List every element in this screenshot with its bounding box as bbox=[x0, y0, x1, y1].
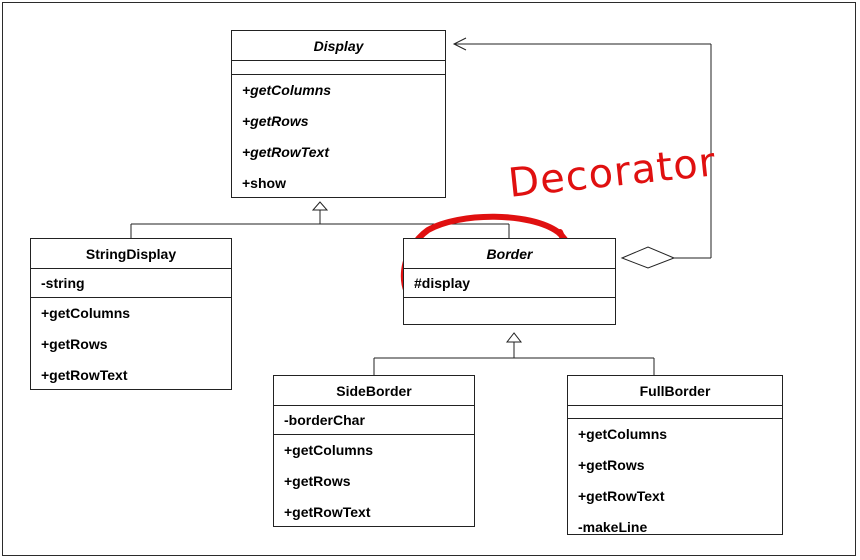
method: +getColumns bbox=[284, 442, 374, 458]
aggregation-display bbox=[452, 37, 712, 269]
methods-compartment: +getColumns +getRows +getRowText bbox=[274, 435, 474, 528]
generalization-border bbox=[373, 332, 655, 375]
fields-compartment: #display bbox=[404, 269, 615, 298]
method: +getColumns bbox=[41, 305, 131, 321]
method: +getRowText bbox=[284, 504, 371, 520]
aggregation-diamond bbox=[620, 246, 676, 269]
fields-compartment: -borderChar bbox=[274, 406, 474, 435]
method: +getRowText bbox=[578, 488, 665, 504]
field: -borderChar bbox=[284, 412, 365, 428]
fields-compartment bbox=[232, 61, 445, 75]
method: -makeLine bbox=[578, 519, 648, 535]
class-stringdisplay[interactable]: StringDisplay -string +getColumns +getRo… bbox=[30, 238, 232, 390]
method: +getColumns bbox=[578, 426, 668, 442]
class-name: FullBorder bbox=[568, 376, 782, 406]
method: +getColumns bbox=[242, 82, 332, 98]
class-fullborder[interactable]: FullBorder +getColumns +getRows +getRowT… bbox=[567, 375, 783, 535]
class-display[interactable]: Display +getColumns +getRows +getRowText… bbox=[231, 30, 446, 198]
class-name: Border bbox=[404, 239, 615, 269]
fields-compartment bbox=[568, 406, 782, 419]
field: #display bbox=[414, 275, 471, 291]
methods-compartment: +getColumns +getRows +getRowText bbox=[31, 298, 231, 391]
method: +getRows bbox=[578, 457, 645, 473]
method: +getRows bbox=[242, 113, 309, 129]
field: -string bbox=[41, 275, 85, 291]
border-inheritance-arrow bbox=[505, 332, 523, 343]
fields-compartment: -string bbox=[31, 269, 231, 298]
class-name: StringDisplay bbox=[31, 239, 231, 269]
display-inheritance-arrow bbox=[311, 201, 329, 211]
class-name: SideBorder bbox=[274, 376, 474, 406]
class-name: Display bbox=[232, 31, 445, 61]
class-sideborder[interactable]: SideBorder -borderChar +getColumns +getR… bbox=[273, 375, 475, 527]
methods-compartment: +getColumns +getRows +getRowText -makeLi… bbox=[568, 419, 782, 543]
method: +getRowText bbox=[41, 367, 128, 383]
aggregation-arrowhead bbox=[452, 37, 467, 51]
method: +getRows bbox=[41, 336, 108, 352]
methods-compartment: +getColumns +getRows +getRowText +show bbox=[232, 75, 445, 199]
method: +getRowText bbox=[242, 144, 329, 160]
class-border[interactable]: Border #display bbox=[403, 238, 616, 325]
method: +show bbox=[242, 175, 286, 191]
method: +getRows bbox=[284, 473, 351, 489]
